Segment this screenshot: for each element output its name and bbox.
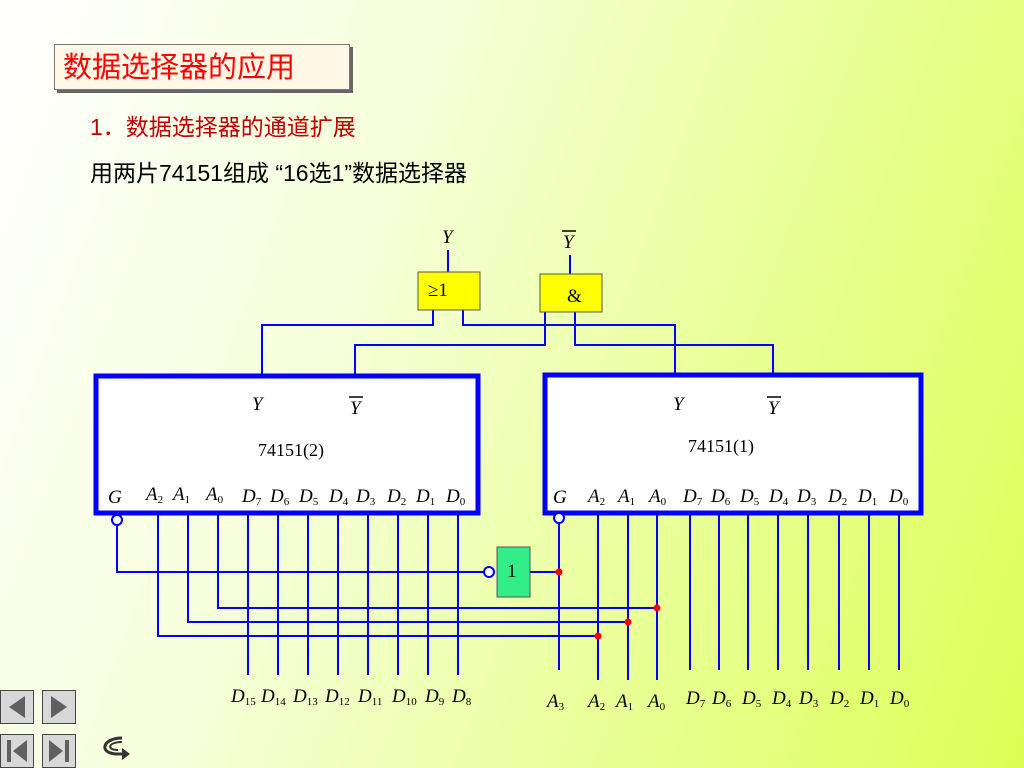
chip1-enable-bubble	[553, 512, 565, 524]
chip2-g-label: G	[108, 487, 122, 508]
input-label-low: D3	[798, 688, 819, 710]
wire-chip2-enable	[116, 525, 484, 573]
input-label-high: D15	[230, 686, 256, 708]
first-slide-button[interactable]	[0, 690, 34, 724]
chip2-name: 74151(2)	[258, 440, 324, 461]
wire-chip2-a2	[157, 513, 598, 637]
or-output-label: Y	[442, 227, 455, 248]
not-gate-output-bubble	[483, 566, 495, 578]
return-arrow-icon[interactable]	[92, 730, 132, 767]
or-gate-label: ≥1	[428, 280, 448, 301]
not-gate	[496, 546, 531, 598]
slide-title: 数据选择器的应用	[54, 44, 350, 90]
next-slide-button[interactable]	[42, 690, 76, 724]
wire-chip1-y-to-or	[462, 310, 676, 375]
prev-slide-button[interactable]	[0, 734, 34, 768]
input-label-high: D10	[391, 686, 417, 708]
section-heading: 1．数据选择器的通道扩展	[90, 114, 356, 140]
junction-dot	[594, 632, 602, 640]
chip1-ybar-label: Y	[768, 398, 781, 419]
input-label-low: D1	[859, 688, 879, 710]
chip1-g-label: G	[553, 487, 567, 508]
and-output-label: Y	[563, 232, 576, 253]
wire-chip2-ybar-to-and	[354, 312, 546, 376]
and-gate-label: &	[567, 286, 582, 307]
junction-dot	[555, 568, 563, 576]
chip-74151-2	[93, 373, 481, 516]
wire-chip2-a0	[217, 513, 657, 609]
chip-74151-1	[542, 372, 924, 516]
input-label-high: D12	[324, 686, 350, 708]
wires	[116, 250, 900, 680]
address-input-label: A1	[614, 691, 633, 713]
chip1-y-label: Y	[673, 394, 686, 415]
and-gate	[539, 273, 603, 313]
chip1-name: 74151(1)	[688, 436, 754, 457]
not-gate-label: 1	[507, 561, 517, 582]
input-label-high: D14	[260, 686, 286, 708]
junction-dot	[653, 604, 661, 612]
input-label-low: D2	[829, 688, 849, 710]
chip2-ybar-label: Y	[350, 398, 363, 419]
input-label-high: D11	[357, 686, 382, 708]
or-gate	[417, 271, 481, 311]
wire-chip2-a1	[187, 513, 628, 623]
wire-chip1-ybar-to-and	[574, 312, 774, 375]
input-label-high: D8	[451, 686, 472, 708]
address-input-label: A3	[545, 691, 565, 713]
wire-chip2-y-to-or	[261, 310, 434, 376]
input-label-high: D9	[424, 686, 445, 708]
input-label-low: D4	[771, 688, 792, 710]
last-slide-button[interactable]	[42, 734, 76, 768]
junction-dot	[624, 618, 632, 626]
chip2-y-label: Y	[252, 394, 265, 415]
input-label-low: D6	[711, 688, 732, 710]
address-input-label: A2	[586, 691, 605, 713]
address-input-label: A0	[646, 691, 666, 713]
input-label-low: D7	[685, 688, 706, 710]
chip2-enable-bubble	[111, 514, 123, 526]
input-label-low: D0	[889, 688, 910, 710]
description-text: 用两片74151组成 “16选1”数据选择器	[90, 160, 468, 186]
input-label-high: D13	[292, 686, 318, 708]
input-label-low: D5	[741, 688, 762, 710]
